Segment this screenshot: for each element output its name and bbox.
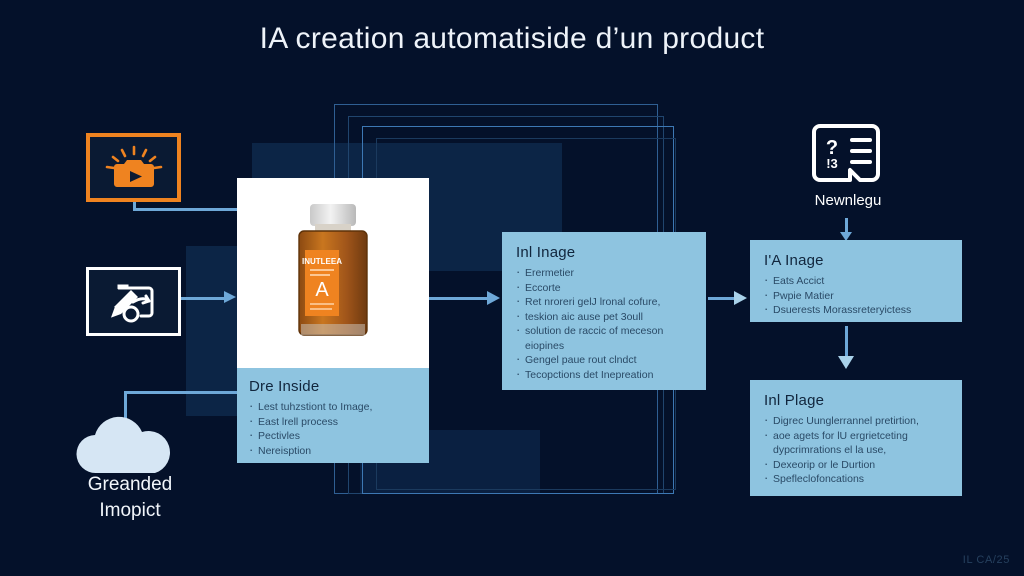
cloud-label-line2: Imopict [99, 500, 161, 521]
list-item: aoe agets for lU ergrietceting dypcrimra… [764, 428, 948, 458]
product-card-title: Dre Inside [249, 378, 320, 395]
right-bottom-panel-title: Inl Plage [764, 392, 825, 409]
connector-newnlegu-line [845, 218, 848, 236]
connector-card-to-middle-line [429, 297, 489, 300]
list-item: Erermetier [516, 265, 692, 281]
right-bottom-panel[interactable]: Inl Plage Digrec Uunglerrannel pretirtio… [750, 380, 962, 496]
connector-right-arrowhead [838, 356, 854, 369]
list-item: Tecopctions det Inepreation [516, 367, 692, 383]
camera-flash-tile[interactable] [86, 133, 181, 202]
amber-jar-image: INUTLEEA A [298, 204, 368, 336]
middle-info-panel[interactable]: Inl Inage Erermetier Eccorte Ret nroreri… [502, 232, 706, 390]
svg-text:?: ? [826, 137, 838, 159]
right-top-panel-bullets: Eats Accict Pwpie Matier Dsuerests Moras… [764, 273, 948, 318]
camera-flash-icon [105, 145, 162, 187]
product-card-body: Dre Inside Lest tuhzstiont to Image, Eas… [237, 368, 429, 458]
middle-panel-title: Inl Inage [516, 244, 576, 261]
list-item: solution de raccic of meceson eiopines [516, 323, 692, 353]
svg-text:!3: !3 [826, 156, 838, 171]
list-item: Nereisption [249, 443, 417, 459]
list-item: teskion aic ause pet 3oull [516, 309, 692, 325]
image-edit-tile[interactable] [86, 267, 181, 336]
pencil-image-edit-icon [108, 284, 153, 322]
list-item: Ret nroreri gelJ lronal cofure, [516, 294, 692, 310]
connector-edit-arrowhead [224, 291, 236, 303]
list-item: Eccorte [516, 280, 692, 296]
connector-cloud-vertical [124, 391, 127, 431]
list-item: Gengel paue rout clndct [516, 352, 692, 368]
product-card[interactable]: INUTLEEA A Dre Inside Lest tuhzstiont to… [237, 178, 429, 463]
list-item: Lest tuhzstiont to Image, [249, 399, 417, 415]
list-item: Dsuerests Morassreteryictess [764, 302, 948, 318]
connector-right-vertical-line [845, 326, 848, 360]
svg-text:A: A [315, 279, 329, 301]
list-item: Spefleclofoncations [764, 471, 948, 487]
cloud-label-line1: Greanded [87, 474, 173, 495]
list-item: Dexeorip or le Durtion [764, 457, 948, 473]
middle-panel-bullets: Erermetier Eccorte Ret nroreri gelJ lron… [516, 265, 692, 383]
svg-text:INUTLEEA: INUTLEEA [302, 257, 342, 266]
right-top-panel[interactable]: I'A Inage Eats Accict Pwpie Matier Dsuer… [750, 240, 962, 322]
product-card-bullets: Lest tuhzstiont to Image, East lrell pro… [249, 399, 417, 459]
right-bottom-panel-bullets: Digrec Uunglerrannel pretirtion, aoe age… [764, 413, 948, 487]
product-photo: INUTLEEA A [237, 178, 429, 368]
list-item: East lrell process [249, 414, 417, 430]
connector-card-to-middle-arrowhead [487, 291, 500, 305]
connector-edit-line [178, 297, 226, 300]
connector-newnlegu-arrowhead [840, 232, 852, 241]
connector-middle-to-right-line [708, 297, 736, 300]
list-item: Eats Accict [764, 273, 948, 289]
connector-middle-to-right-arrowhead [734, 291, 747, 305]
list-item: Pectivles [249, 428, 417, 444]
list-item: Digrec Uunglerrannel pretirtion, [764, 413, 948, 429]
newnlegu-label: Newnlegu [814, 192, 882, 209]
connector-cloud-horizontal [124, 391, 237, 394]
connector-camera-horizontal [133, 208, 237, 211]
cloud-label: Greanded Imopict [40, 472, 220, 524]
list-item: Pwpie Matier [764, 288, 948, 304]
cloud-icon [76, 416, 171, 474]
document-list-icon[interactable]: ? !3 [808, 120, 884, 186]
right-top-panel-title: I'A Inage [764, 252, 824, 269]
slide-title: IA creation automatiside d’un product [259, 22, 765, 55]
watermark: IL CA/25 [962, 554, 1010, 566]
